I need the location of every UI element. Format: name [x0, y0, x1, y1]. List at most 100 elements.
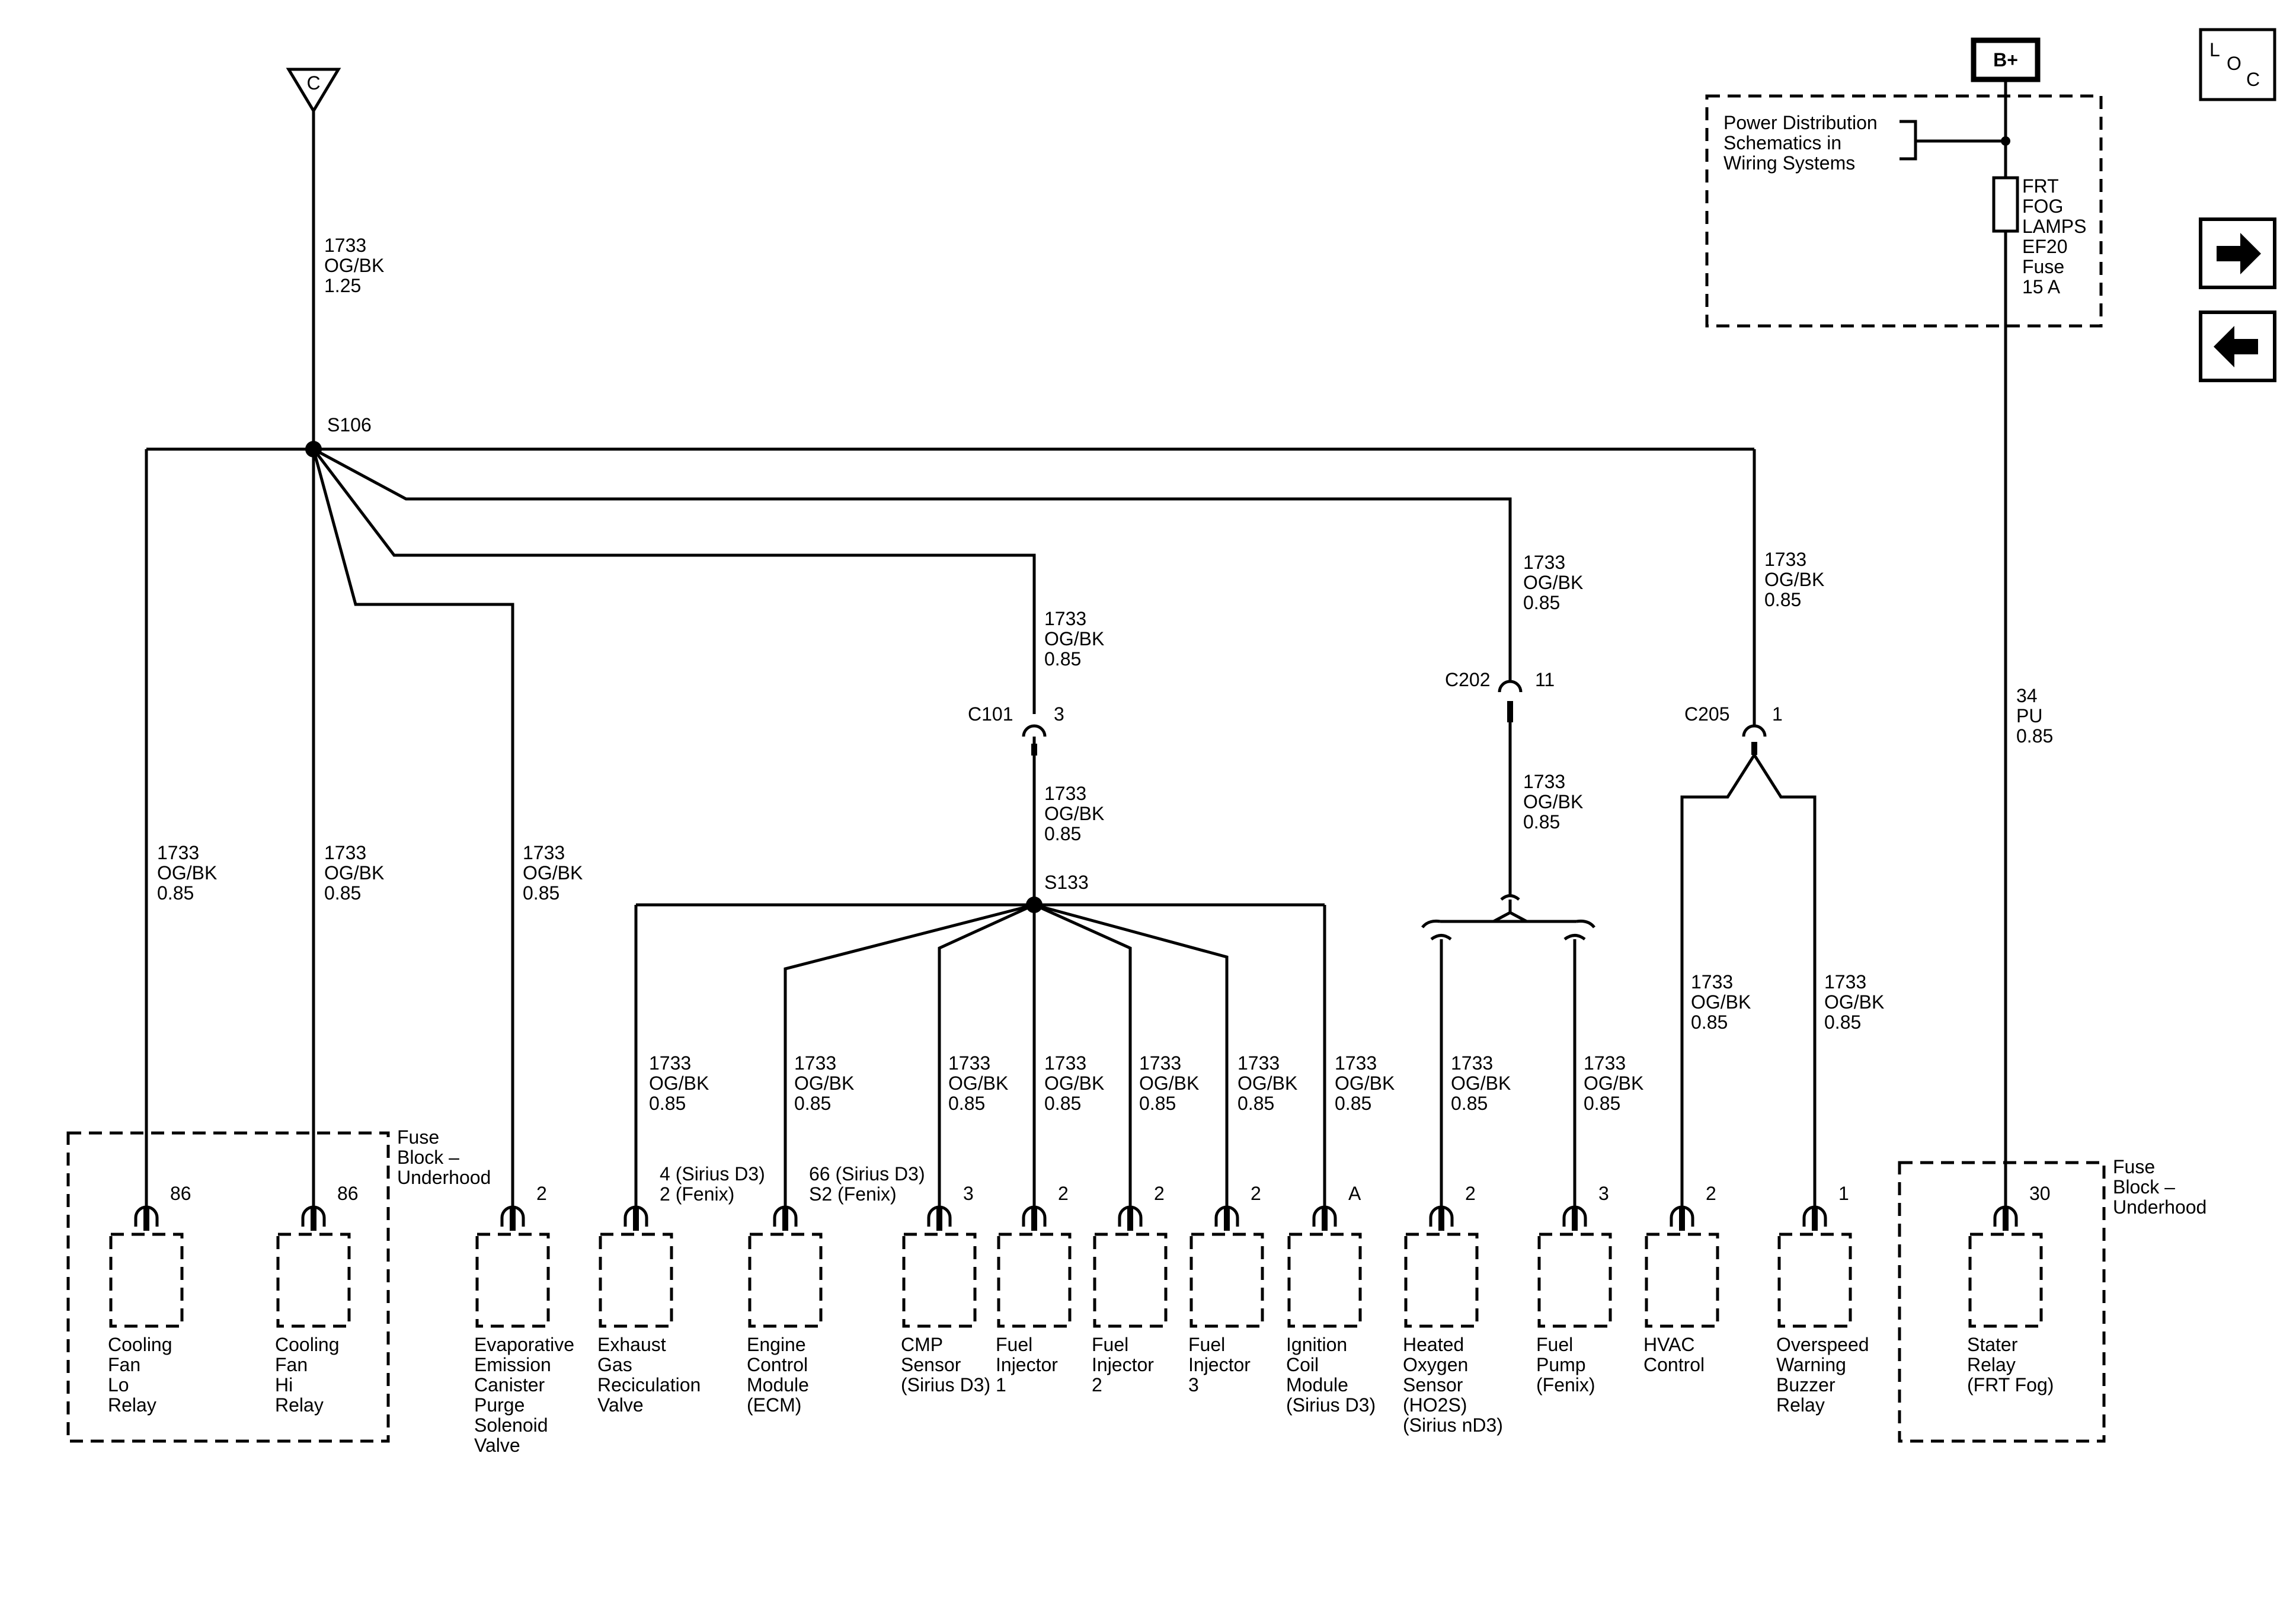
component-box [475, 1233, 550, 1328]
connector-c101-pin: 3 [1054, 703, 1064, 725]
s133-wiring [634, 897, 1326, 1206]
connector-c101 [1022, 724, 1047, 905]
component-box [1093, 1233, 1168, 1328]
component-pin-label: 2 [1251, 1183, 1261, 1204]
fuse-ef20 [1992, 176, 2019, 233]
arrow-right-icon [2217, 233, 2261, 274]
component-box [1287, 1233, 1362, 1328]
component-pin-label: 3 [963, 1183, 974, 1204]
component-box [748, 1233, 823, 1328]
component-box [997, 1233, 1072, 1328]
component-pin-label: 2 [1154, 1183, 1165, 1204]
component-box [1777, 1233, 1852, 1328]
arrow-left-icon [2214, 326, 2258, 367]
fuse-block-underhood-right [1898, 1161, 2106, 1443]
forward-arrow-button[interactable] [2199, 217, 2276, 289]
connector-c202 [1421, 680, 1595, 1206]
reference-c-symbol: C [286, 68, 341, 114]
component-box [1189, 1233, 1264, 1328]
component-pin-label: 86 [170, 1183, 191, 1204]
component-pin-label: 66 (Sirius D3)S2 (Fenix) [809, 1163, 925, 1205]
back-arrow-button[interactable] [2199, 311, 2276, 382]
component-box [1645, 1233, 1719, 1328]
fuse-block-underhood-left [66, 1131, 390, 1443]
component-box [902, 1233, 977, 1328]
component-box [276, 1233, 351, 1328]
component-box [599, 1233, 673, 1328]
component-pin-label: 4 (Sirius D3)2 (Fenix) [660, 1163, 765, 1205]
component-pin-label: 2 [1465, 1183, 1476, 1204]
component-pin-label: A [1348, 1183, 1361, 1204]
connector-c205 [1680, 724, 1817, 1206]
component-pin-label: 2 [1706, 1183, 1716, 1204]
component-box [1537, 1233, 1612, 1328]
splice-s133-dot [1026, 897, 1043, 913]
connector-c202-pin: 11 [1535, 669, 1555, 690]
connector-c205-pin: 1 [1772, 703, 1783, 725]
power-distribution-box [1705, 94, 2103, 328]
component-pin-label: 2 [1058, 1183, 1069, 1204]
splice-s133-label: S133 [1044, 872, 1089, 893]
loc-icon[interactable]: L O C [2199, 28, 2276, 101]
svg-text:C: C [2246, 69, 2260, 90]
component-pin-label: 3 [1598, 1183, 1609, 1204]
component-box [1404, 1233, 1479, 1328]
splice-s106-label: S106 [327, 414, 372, 436]
reference-c-label: C [306, 72, 320, 94]
component-box [109, 1233, 184, 1328]
b-plus-label: B+ [1993, 49, 2018, 71]
connector-c202-name: C202 [1445, 669, 1491, 690]
component-pin-label: 86 [337, 1183, 359, 1204]
component-pin-label: 1 [1838, 1183, 1849, 1204]
